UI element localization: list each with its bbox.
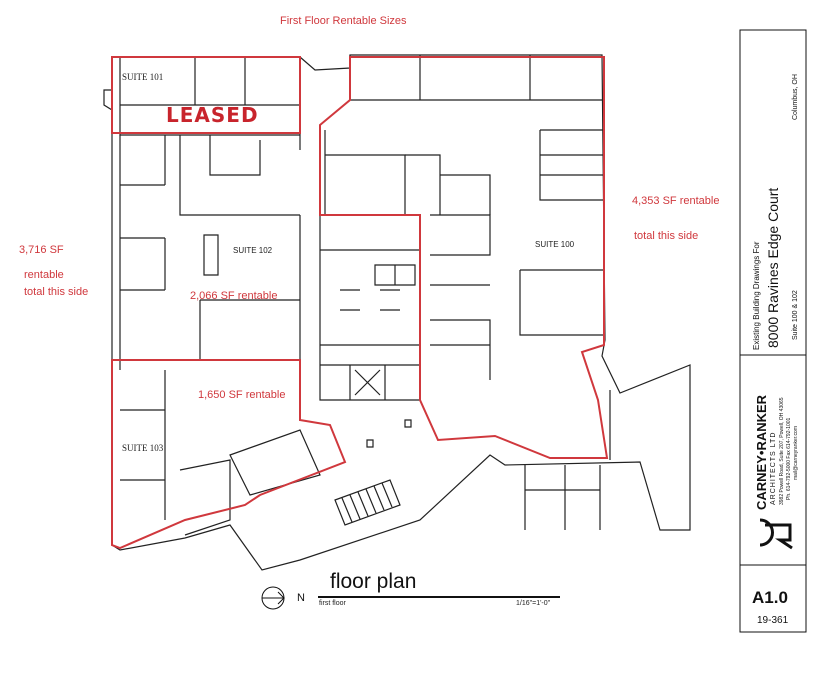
plan-title: floor plan	[330, 570, 417, 593]
firm-name: CARNEY•RANKER	[754, 394, 769, 510]
page-title: First Floor Rentable Sizes	[280, 15, 407, 27]
north-label: N	[297, 592, 305, 604]
firm-subtitle: ARCHITECTS LTD	[770, 431, 777, 505]
suite-102-size: 2,066 SF rentable	[190, 290, 278, 302]
left-total-size: 3,716 SF	[19, 244, 64, 256]
left-total-note: total this side	[24, 286, 89, 298]
suite-102-label: SUITE 102	[233, 246, 273, 255]
right-total-size: 4,353 SF rentable	[632, 195, 720, 207]
plan-subtitle: first floor	[319, 600, 346, 607]
suite100-outline	[319, 56, 609, 459]
suite-103-label: SUITE 103	[122, 443, 164, 453]
left-total-rentable: rentable	[24, 269, 64, 281]
north-arrow	[261, 586, 285, 610]
right-total-note: total this side	[634, 230, 699, 242]
firm-email: mail@carneyranker.com	[793, 426, 799, 480]
project-line2: 8000 Ravines Edge Court	[765, 187, 781, 348]
firm-phone: Ph. 614-792-5000 Fax 614-792-1001	[786, 417, 792, 500]
project-number: 19-361	[757, 615, 789, 626]
suite-101-label: SUITE 101	[122, 72, 164, 82]
suite-100-label: SUITE 100	[535, 240, 575, 249]
leased-label: LEASED	[166, 103, 259, 127]
sheet-number: A1.0	[752, 588, 788, 607]
plan-scale: 1/16"=1'-0"	[516, 600, 551, 607]
firm-logo	[759, 518, 793, 550]
suite-103-size: 1,650 SF rentable	[198, 389, 286, 401]
project-line1: Existing Building Drawings For	[752, 241, 761, 351]
building-outline	[103, 54, 691, 571]
project-city: Columbus, OH	[792, 74, 799, 120]
firm-address: 3982 Powell Road, Suite 207, Powell, OH …	[779, 397, 785, 505]
suite101-outline	[111, 56, 301, 134]
project-line3: Suite 100 & 102	[792, 290, 799, 340]
suite103-outline	[111, 359, 347, 550]
